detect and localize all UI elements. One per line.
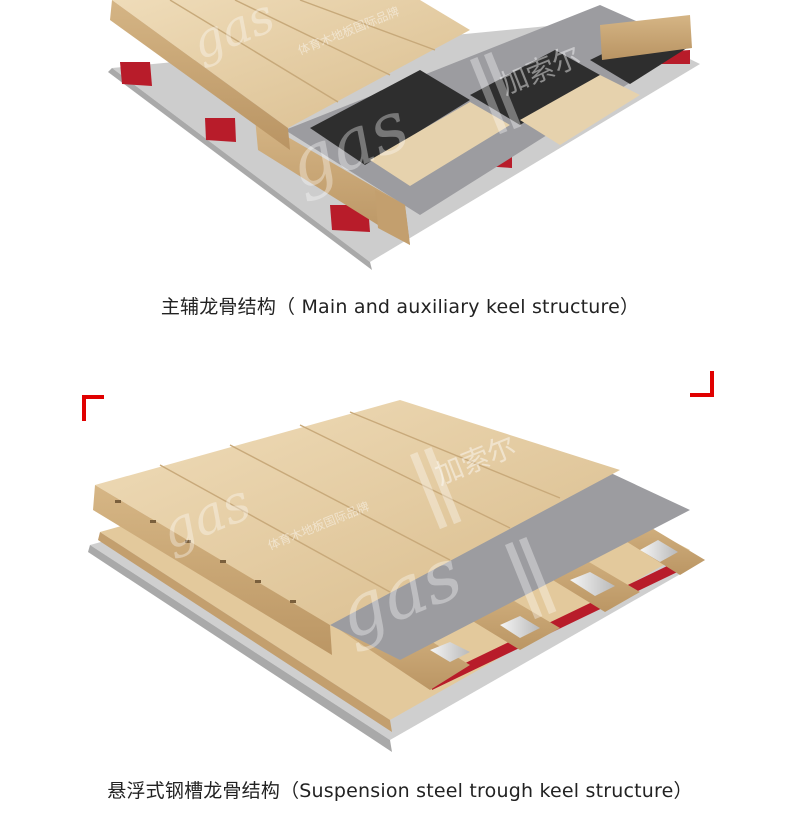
- keel-structure-illustration-main-auxiliary: gas gas 加索尔 体育木地板国际品牌: [0, 0, 800, 290]
- corner-bracket-top-right: [690, 371, 714, 397]
- keel-structure-illustration-suspension-steel-trough: gas gas 加索尔 体育木地板国际品牌: [0, 360, 800, 760]
- corner-bracket-top-left: [82, 395, 104, 421]
- caption-suspension-steel-trough-keel: 悬浮式钢槽龙骨结构（Suspension steel trough keel s…: [107, 780, 693, 802]
- caption-main-auxiliary-keel: 主辅龙骨结构（ Main and auxiliary keel structur…: [160, 296, 640, 318]
